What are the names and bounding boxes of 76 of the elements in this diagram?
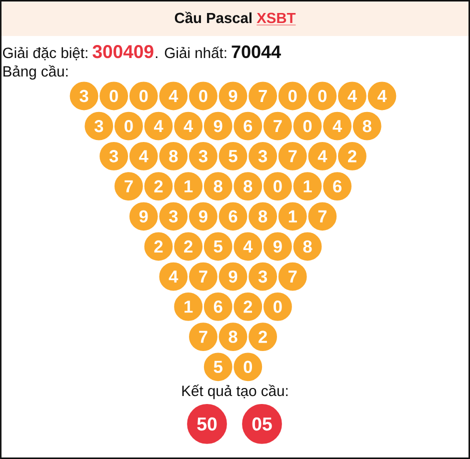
number-ball: 4: [322, 111, 352, 142]
number-ball: 3: [248, 141, 278, 172]
number-ball: 8: [158, 141, 188, 172]
number-ball: 3: [84, 111, 114, 142]
number-ball: 8: [203, 171, 234, 202]
number-ball: 0: [232, 352, 263, 382]
number-ball: 0: [98, 81, 129, 111]
number-ball: 0: [278, 81, 308, 111]
prize-number: 70044: [232, 45, 281, 58]
number-ball: 9: [218, 81, 248, 111]
number-ball: 7: [114, 171, 144, 202]
number-ball: 4: [173, 111, 204, 142]
number-ball: 0: [188, 81, 218, 111]
number-ball: 2: [337, 141, 368, 172]
number-ball: 4: [307, 141, 338, 172]
section-label: Kết quả tạo cầu:: [182, 384, 288, 400]
number-ball: 6: [322, 171, 352, 202]
heading: Cầu Pascal: [174, 12, 252, 24]
number-ball: 8: [232, 171, 263, 202]
number-ball: 3: [188, 141, 218, 172]
number-ball: 9: [128, 201, 159, 232]
number-ball: 3: [98, 141, 129, 172]
number-ball: 7: [248, 81, 278, 111]
section-label: Bảng cầu:: [3, 65, 68, 80]
number-ball: 3: [69, 81, 99, 111]
number-ball: 1: [278, 201, 308, 232]
number-ball: 1: [173, 171, 204, 202]
number-ball: 7: [278, 262, 308, 292]
number-ball: 2: [173, 231, 204, 262]
number-ball: 3: [248, 262, 278, 292]
number-ball: 4: [337, 81, 368, 111]
number-ball: 7: [188, 262, 218, 292]
number-ball: 9: [203, 111, 234, 142]
number-ball: 0: [262, 292, 293, 322]
number-ball: 0: [114, 111, 144, 142]
number-ball: 8: [352, 111, 382, 142]
number-ball: 2: [232, 292, 263, 322]
number-ball: 9: [188, 201, 218, 232]
number-ball: 5: [203, 231, 234, 262]
number-ball: 4: [158, 262, 188, 292]
header-band: [1, 2, 469, 36]
prize-label: . Giải nhất:: [156, 46, 226, 58]
number-ball: 8: [248, 201, 278, 232]
number-ball: 4: [144, 111, 174, 142]
number-ball: 1: [292, 171, 322, 202]
number-ball: 8: [292, 231, 322, 262]
number-ball: 2: [144, 231, 174, 262]
number-ball: 6: [232, 111, 263, 142]
number-ball: 7: [307, 201, 338, 232]
number-ball: 7: [278, 141, 308, 172]
number-ball: 0: [128, 81, 159, 111]
number-ball: 4: [128, 141, 159, 172]
result-ball: 05: [241, 403, 283, 445]
prize-number: 300409: [92, 45, 154, 58]
number-ball: 4: [367, 81, 397, 111]
number-ball: 7: [188, 322, 218, 352]
number-ball: 0: [262, 171, 293, 202]
number-ball: 6: [203, 292, 234, 322]
number-ball: 5: [203, 352, 234, 382]
number-ball: 3: [158, 201, 188, 232]
number-ball: 8: [218, 322, 248, 352]
number-ball: 5: [218, 141, 248, 172]
number-ball: 2: [248, 322, 278, 352]
prize-label: Giải đặc biệt:: [3, 46, 88, 60]
number-ball: 9: [218, 262, 248, 292]
result-ball: 50: [186, 403, 228, 445]
link: XSBT: [256, 12, 296, 26]
number-ball: 1: [173, 292, 204, 322]
number-ball: 7: [262, 111, 293, 142]
number-ball: 0: [307, 81, 338, 111]
number-ball: 0: [292, 111, 322, 142]
number-ball: 9: [262, 231, 293, 262]
number-ball: 2: [144, 171, 174, 202]
number-ball: 4: [232, 231, 263, 262]
number-ball: 4: [158, 81, 188, 111]
number-ball: 6: [218, 201, 248, 232]
